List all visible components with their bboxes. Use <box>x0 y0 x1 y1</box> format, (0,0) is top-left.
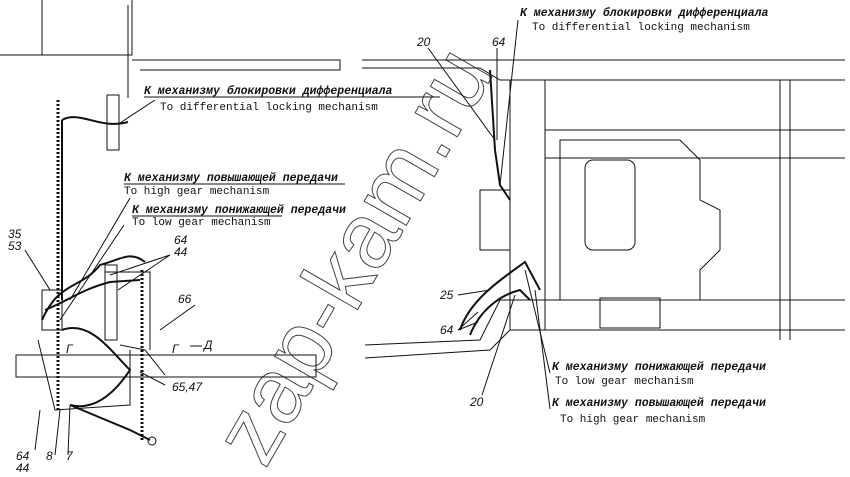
callout-64-bottom: 64 <box>16 449 30 463</box>
callout-66: 66 <box>178 292 192 306</box>
label-left-low-en: To low gear mechanism <box>132 217 271 229</box>
hose-high <box>41 255 146 321</box>
view-mark-d: Д <box>202 338 213 352</box>
label-right-low-ru: К механизму понижающей передачи <box>552 361 766 374</box>
hose-diff-right <box>489 69 511 201</box>
callout-35: 35 <box>8 227 22 241</box>
label-right-diff-ru: К механизму блокировки дифференциала <box>520 7 769 20</box>
callout-53: 53 <box>8 239 22 253</box>
tank <box>104 264 118 341</box>
label-left-diff-ru: К механизму блокировки дифференциала <box>144 85 393 98</box>
hose-diff <box>61 116 129 300</box>
gearbox <box>559 139 721 301</box>
callout-20-bottom: 20 <box>469 395 484 409</box>
section-mark-g2: Г <box>172 342 180 356</box>
callout-7: 7 <box>66 449 74 463</box>
label-left-high-en: To high gear mechanism <box>124 186 270 198</box>
callout-64-top-right: 64 <box>492 35 506 49</box>
callout-64-right: 64 <box>440 323 454 337</box>
callout-44-bottom: 44 <box>16 461 30 475</box>
hose-gear-right <box>459 260 541 331</box>
valve-block <box>41 289 63 331</box>
label-left-low-ru: К механизму понижающей передачи <box>132 204 346 217</box>
callout-64: 64 <box>174 233 188 247</box>
label-left-diff-en: To differential locking mechanism <box>160 102 378 114</box>
section-mark-g1: Г <box>66 342 74 356</box>
bracket <box>106 94 120 151</box>
callout-65-47: 65,47 <box>172 380 203 394</box>
frame-top <box>132 59 341 71</box>
callout-25: 25 <box>439 288 454 302</box>
label-right-low-en: To low gear mechanism <box>555 376 694 388</box>
cab-outline <box>0 0 133 56</box>
label-left-high-ru: К механизму повышающей передачи <box>124 172 338 185</box>
label-right-high-en: To high gear mechanism <box>560 414 706 426</box>
label-right-high-ru: К механизму повышающей передачи <box>552 397 766 410</box>
hose-low <box>44 279 141 311</box>
callout-44: 44 <box>174 245 188 259</box>
frame-bottom-right <box>364 299 845 359</box>
right-view <box>362 59 845 359</box>
label-right-diff-en: To differential locking mechanism <box>532 22 750 34</box>
left-view <box>0 0 341 456</box>
hose-lower <box>61 327 151 441</box>
callout-8: 8 <box>46 449 53 463</box>
crossmember <box>15 354 317 378</box>
gearbox-mount <box>599 297 661 329</box>
callout-20-top: 20 <box>416 35 431 49</box>
gearbox-cover <box>584 159 636 251</box>
